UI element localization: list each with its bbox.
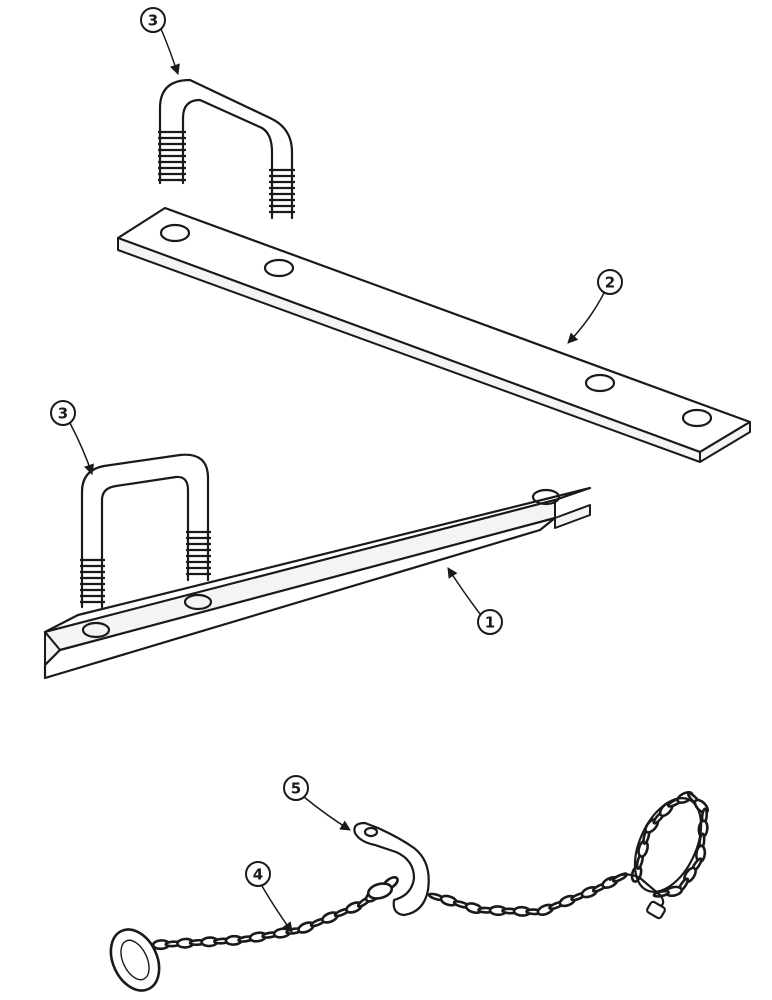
u-bolt-top-threads-right	[269, 168, 295, 214]
u-bolt-top	[158, 78, 295, 220]
clevis	[353, 821, 430, 917]
svg-text:2: 2	[605, 274, 615, 292]
callout-3-top: 3	[140, 7, 180, 75]
flat-bar-hole	[263, 258, 295, 278]
flat-bar	[116, 206, 752, 463]
chain-end-ring	[109, 928, 161, 992]
chain-links	[151, 791, 709, 951]
angle-bar-hole	[531, 488, 561, 506]
callout-4: 4	[245, 861, 293, 933]
svg-text:4: 4	[253, 866, 263, 884]
angle-bar	[43, 486, 592, 680]
u-bolt-bottom-threads-left	[80, 558, 105, 604]
chain-loop	[633, 797, 703, 893]
callout-1: 1	[447, 567, 503, 635]
angle-bar-hole	[183, 593, 213, 611]
safety-chain	[109, 791, 709, 992]
angle-bar-hole	[81, 621, 111, 639]
callout-2: 2	[567, 269, 623, 344]
svg-text:5: 5	[291, 780, 301, 798]
svg-text:3: 3	[148, 12, 158, 30]
flat-bar-hole	[681, 408, 713, 428]
callout-5: 5	[283, 775, 351, 831]
u-bolt-top-threads-left	[158, 130, 186, 182]
svg-text:1: 1	[485, 614, 495, 632]
callout-3-bottom: 3	[50, 400, 94, 475]
svg-text:3: 3	[58, 405, 68, 423]
flat-bar-hole	[159, 223, 191, 243]
u-bolt-bottom	[80, 453, 211, 609]
u-bolt-bottom-threads-right	[186, 530, 211, 576]
flat-bar-hole	[584, 373, 616, 393]
